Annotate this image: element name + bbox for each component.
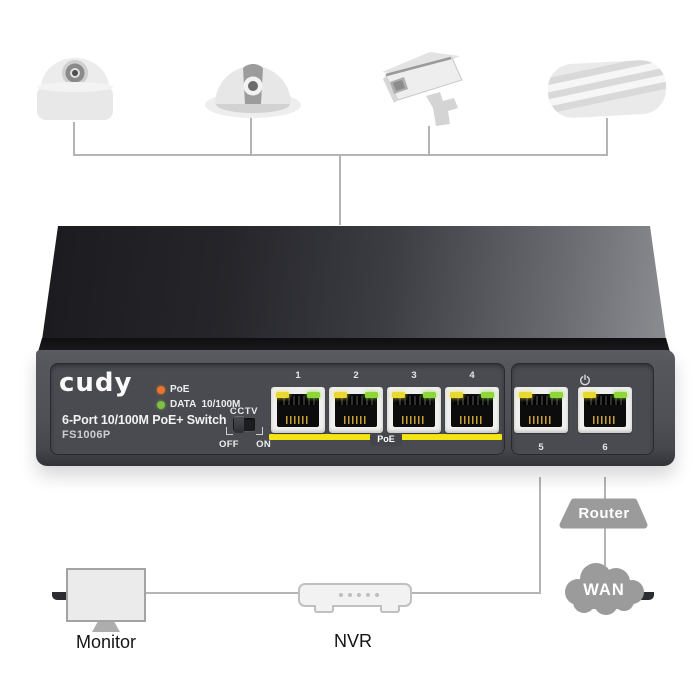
port-5-rj45 <box>520 394 562 427</box>
port-6-jack <box>578 387 632 433</box>
port-5-poe-led <box>519 392 532 398</box>
poe-band-label: PoE <box>370 433 402 446</box>
cctv-on-label: ON <box>256 439 271 450</box>
switch-front-panel: cudy PoE DATA 10/100M 6-Port 10/100M PoE… <box>36 350 675 466</box>
toggle-bracket-left <box>226 427 233 435</box>
data-led-row: DATA 10/100M <box>157 399 240 410</box>
dome-camera-icon <box>34 46 116 124</box>
port-6-number: 6 <box>602 442 608 453</box>
switch-bevel-edge <box>38 338 670 352</box>
switch-top-face <box>42 226 666 340</box>
port-4-jack <box>445 387 499 433</box>
nvr-icon <box>298 583 412 607</box>
port-5-link-led <box>550 392 563 398</box>
product-title: 6-Port 10/100M PoE+ Switch <box>62 413 227 427</box>
cctv-toggle-knob[interactable] <box>234 416 244 433</box>
poe-led-row: PoE <box>157 384 189 395</box>
line-cam4-stub <box>606 118 608 155</box>
line-cam1-stub <box>73 122 75 155</box>
line-router-to-wan <box>604 527 606 571</box>
port-2-poe-led <box>334 392 347 398</box>
ethernet-port-6[interactable]: 6 <box>578 370 632 466</box>
model-number: FS1006P <box>62 429 111 441</box>
power-icon <box>579 373 591 386</box>
port-4-rj45 <box>451 394 493 427</box>
port-2-link-led <box>365 392 378 398</box>
port-1-link-led <box>307 392 320 398</box>
port-2-jack <box>329 387 383 433</box>
poe-led-dot <box>157 385 165 394</box>
wan-cloud-icon <box>556 563 652 615</box>
port-2-rj45 <box>335 394 377 427</box>
ethernet-port-1[interactable]: 1 <box>271 370 325 466</box>
port-2-number: 2 <box>353 370 359 381</box>
monitor-label: Monitor <box>75 632 137 652</box>
port-1-rj45 <box>277 394 319 427</box>
port-6-rj45 <box>584 394 626 427</box>
cctv-off-label: OFF <box>219 439 239 450</box>
cctv-onoff-labels: OFF ON <box>219 439 271 450</box>
port-3-link-led <box>423 392 436 398</box>
cctv-toggle-switch[interactable] <box>233 416 255 433</box>
port-3-poe-led <box>392 392 405 398</box>
ptz-dome-camera-icon <box>202 48 304 120</box>
port-4-link-led <box>481 392 494 398</box>
router-label: Router <box>578 505 630 522</box>
ethernet-port-2[interactable]: 2 <box>329 370 383 466</box>
nvr-foot-left <box>314 605 334 613</box>
data-led-label: DATA 10/100M <box>170 399 241 410</box>
port-1-poe-led <box>276 392 289 398</box>
monitor-stand <box>92 622 120 632</box>
nvr-front-dots <box>339 593 379 597</box>
port-6-link-led <box>614 392 627 398</box>
ethernet-port-3[interactable]: 3 <box>387 370 441 466</box>
line-cam3-stub <box>428 126 430 155</box>
ethernet-port-5[interactable]: 5 <box>514 370 568 466</box>
poe-led-label: PoE <box>170 384 190 395</box>
port-1-jack <box>271 387 325 433</box>
wireless-access-point-icon <box>542 56 672 122</box>
line-nvr-to-corner <box>411 592 541 594</box>
port-6-poe-led <box>583 392 596 398</box>
nvr-label: NVR <box>333 631 372 651</box>
poe-switch: cudy PoE DATA 10/100M 6-Port 10/100M PoE… <box>36 224 676 600</box>
router-icon <box>558 497 650 531</box>
brand-logo: cudy <box>59 368 133 398</box>
port-3-jack <box>387 387 441 433</box>
line-cam2-stub <box>250 114 252 155</box>
port-5-number: 5 <box>538 442 544 453</box>
nvr-foot-right <box>380 605 400 613</box>
port-1-number: 1 <box>295 370 301 381</box>
data-led-dot <box>157 400 165 409</box>
port-3-rj45 <box>393 394 435 427</box>
ethernet-port-4[interactable]: 4 <box>445 370 499 466</box>
cctv-switch-label: CCTV <box>229 406 259 417</box>
toggle-bracket-right <box>256 427 263 435</box>
port-4-number: 4 <box>469 370 475 381</box>
line-switch-to-nvr-v <box>539 477 541 594</box>
monitor-icon <box>66 568 146 622</box>
bullet-camera-icon <box>380 46 476 130</box>
line-bus-to-switch <box>339 155 341 225</box>
port-5-jack <box>514 387 568 433</box>
port-3-number: 3 <box>411 370 417 381</box>
port-4-poe-led <box>450 392 463 398</box>
wan-label: WAN <box>583 581 625 599</box>
line-monitor-to-nvr <box>145 592 298 594</box>
line-switch-to-router <box>604 477 606 503</box>
